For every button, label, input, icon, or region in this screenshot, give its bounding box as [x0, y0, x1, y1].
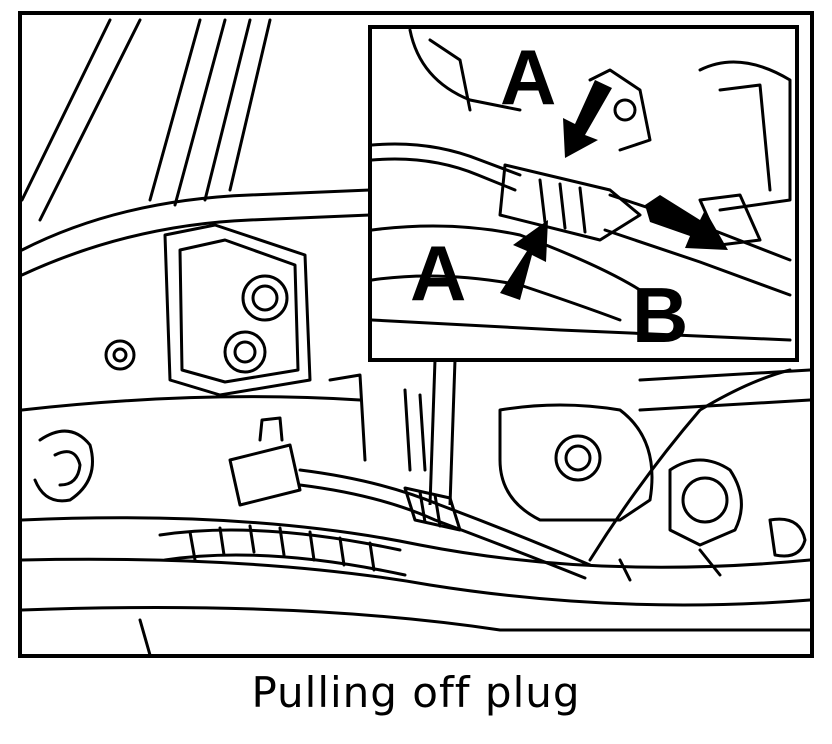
arrow-a-bottom-icon [500, 220, 548, 300]
callout-a-top: A [500, 33, 556, 121]
arrow-b-icon [645, 195, 728, 250]
inset-detail: A A B [368, 25, 799, 362]
callout-b: B [632, 271, 688, 359]
inset-pointer [428, 359, 457, 506]
main-illustration [20, 18, 812, 657]
callout-a-bottom: A [410, 229, 466, 317]
arrow-a-top-icon [563, 80, 612, 158]
figure-caption: Pulling off plug [251, 668, 581, 717]
